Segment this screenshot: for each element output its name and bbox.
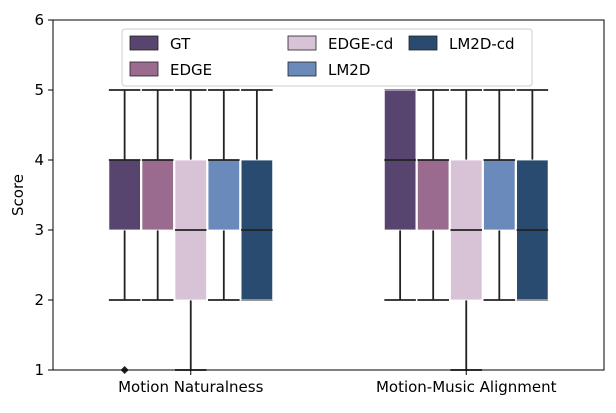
legend-label-edge-cd: EDGE-cd xyxy=(328,35,393,53)
box-edge-1 xyxy=(141,89,174,301)
legend-swatch-edge-cd xyxy=(287,35,317,51)
x-tick-label: Motion-Music Alignment xyxy=(376,378,557,396)
y-tick-label: 2 xyxy=(34,291,44,309)
legend-label-edge: EDGE xyxy=(170,61,212,79)
y-tick-label: 6 xyxy=(34,11,44,29)
box-lm2d-cd-2 xyxy=(516,89,549,301)
y-tick-label: 4 xyxy=(34,151,44,169)
legend-swatch-gt xyxy=(129,35,159,51)
legend-label-gt: GT xyxy=(170,35,191,53)
box-iqr xyxy=(207,159,240,231)
plot-area xyxy=(108,89,549,374)
y-tick-label: 3 xyxy=(34,221,44,239)
legend-swatch-edge xyxy=(129,61,159,77)
box-edge-cd-1 xyxy=(174,89,207,371)
box-gt-1 xyxy=(108,89,141,374)
y-axis-label: Score xyxy=(9,174,27,216)
legend-label-lm2d: LM2D xyxy=(328,61,370,79)
x-tick-label: Motion Naturalness xyxy=(118,378,263,396)
box-iqr xyxy=(483,159,516,231)
y-tick-label: 5 xyxy=(34,81,44,99)
box-edge-cd-2 xyxy=(450,89,483,371)
box-iqr xyxy=(108,159,141,231)
legend-swatch-lm2d xyxy=(287,61,317,77)
axes-frame xyxy=(52,19,605,371)
legend-swatch-lm2d-cd xyxy=(408,35,438,51)
box-iqr xyxy=(141,159,174,231)
box-lm2d-2 xyxy=(483,89,516,301)
box-lm2d-1 xyxy=(207,89,240,301)
y-tick-label: 1 xyxy=(34,361,44,379)
legend-label-lm2d-cd: LM2D-cd xyxy=(449,35,515,53)
box-iqr xyxy=(417,159,450,231)
box-gt-2 xyxy=(383,89,417,301)
box-lm2d-cd-1 xyxy=(240,89,274,301)
box-edge-2 xyxy=(417,89,450,301)
